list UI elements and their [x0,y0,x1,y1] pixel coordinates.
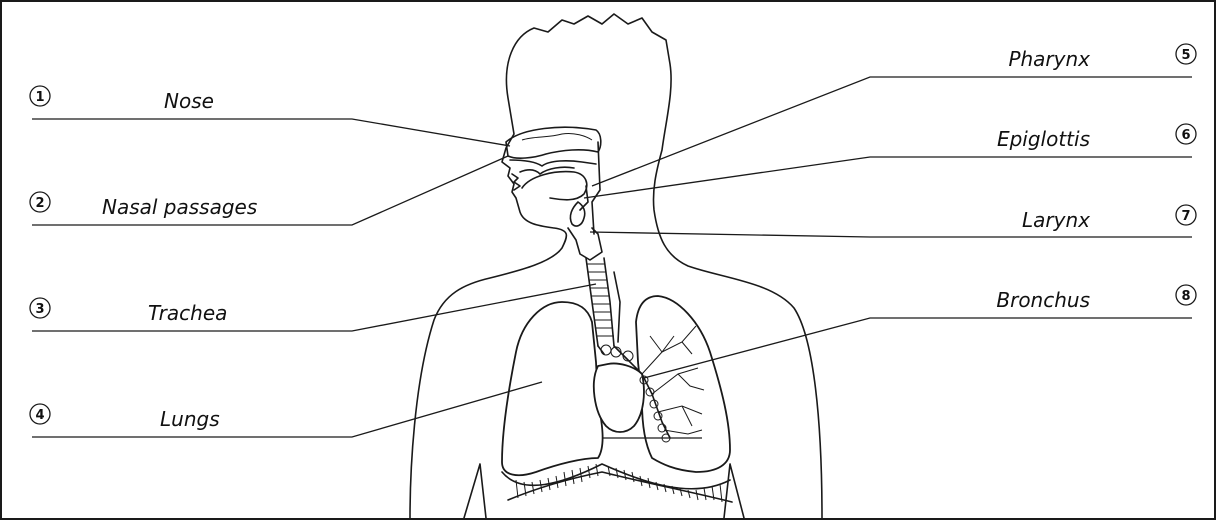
label-trachea: Trachea [148,301,227,325]
number-4: 4 [35,408,44,423]
label-3: 3 Trachea [30,298,227,325]
pharynx-tube [592,142,600,234]
label-6: 6 Epiglottis [997,124,1196,151]
label-5: 5 Pharynx [1008,44,1196,71]
number-6: 6 [1181,128,1190,143]
label-bronchus: Bronchus [996,288,1090,312]
number-3: 3 [35,302,44,317]
label-7: 7 Larynx [1022,205,1196,232]
leader-lungs [32,382,542,437]
label-pharynx: Pharynx [1008,47,1090,71]
right-arm-line [724,464,744,518]
leader-epiglottis [584,157,1192,198]
body-outline [410,14,822,518]
larynx-shape [568,228,602,260]
nasal-cavity [506,127,601,158]
label-lungs: Lungs [160,407,220,431]
label-larynx: Larynx [1022,208,1090,232]
leader-pharynx [592,77,1192,186]
label-epiglottis: Epiglottis [997,127,1090,151]
label-8: 8 Bronchus [996,285,1196,312]
leader-nose [32,119,510,146]
label-1: 1 Nose [30,86,214,113]
left-arm-line [464,464,486,518]
label-nasal-passages: Nasal passages [102,195,257,219]
number-5: 5 [1181,48,1190,63]
label-nose: Nose [164,89,214,113]
right-lung [636,296,730,472]
leader-bronchus [644,318,1192,378]
label-4: 4 Lungs [30,404,220,431]
number-1: 1 [35,90,44,105]
leader-trachea [32,284,596,331]
number-7: 7 [1181,209,1190,224]
number-2: 2 [35,196,44,211]
label-2: 2 Nasal passages [30,192,257,219]
tongue [522,172,587,200]
number-8: 8 [1181,289,1190,304]
epiglottis-shape [570,202,584,226]
leader-larynx [590,232,1192,237]
